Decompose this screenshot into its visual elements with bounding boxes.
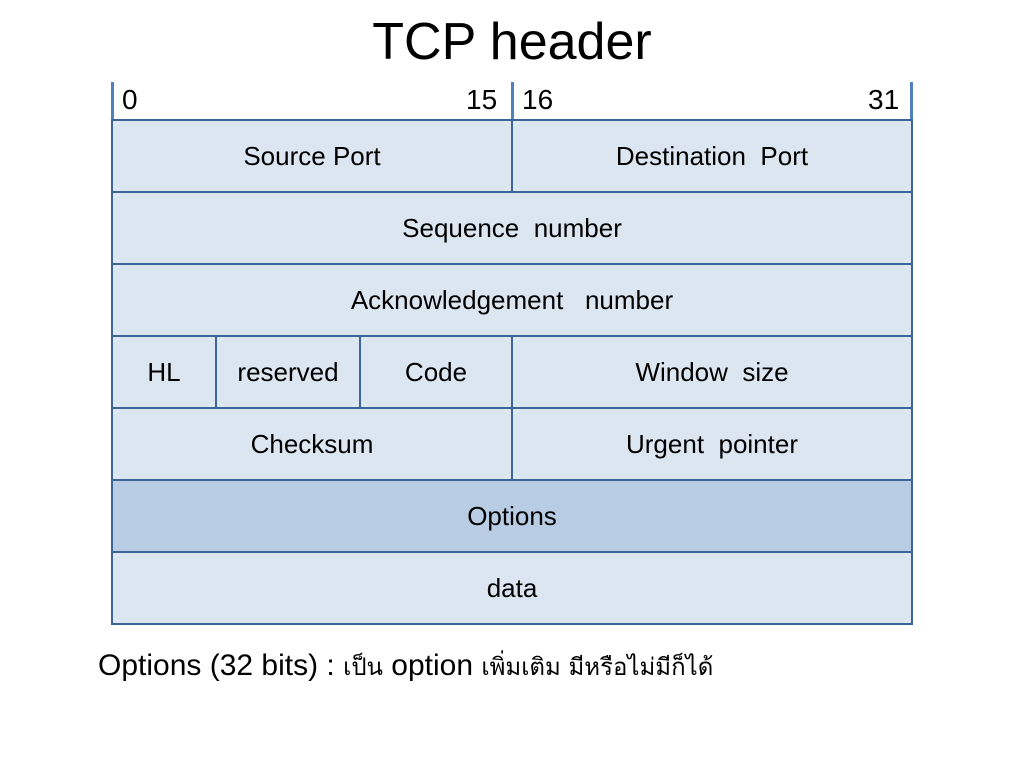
reserved-field: reserved (215, 335, 361, 409)
acknowledgement-number-field: Acknowledgement number (111, 263, 913, 337)
source-port-field: Source Port (111, 119, 513, 193)
checksum-field: Checksum (111, 407, 513, 481)
bit-label-0: 0 (122, 84, 138, 115)
window-size-field: Window size (511, 335, 913, 409)
options-note-thai-2: เพิ่มเติม มีหรือไม่มีก็ได้ (481, 653, 714, 681)
options-field: Options (111, 479, 913, 553)
bit-tick-right (910, 82, 913, 120)
bit-label-15: 15 (466, 84, 498, 115)
hl-field: HL (111, 335, 217, 409)
bit-label-31: 31 (868, 84, 900, 115)
sequence-number-field: Sequence number (111, 191, 913, 265)
bit-label-16: 16 (522, 84, 554, 115)
options-note-label: Options (32 bits) : (98, 649, 344, 682)
destination-port-field: Destination Port (511, 119, 913, 193)
slide-title: TCP header (372, 13, 652, 71)
code-field: Code (359, 335, 513, 409)
urgent-pointer-field: Urgent pointer (511, 407, 913, 481)
data-field: data (111, 551, 913, 625)
options-note-option: option (382, 649, 482, 682)
options-note: Options (32 bits) : เป็น option เพิ่มเติ… (98, 646, 713, 687)
bit-tick-middle (511, 82, 514, 120)
bit-tick-left (111, 82, 114, 120)
options-note-thai-1: เป็น (343, 653, 383, 681)
